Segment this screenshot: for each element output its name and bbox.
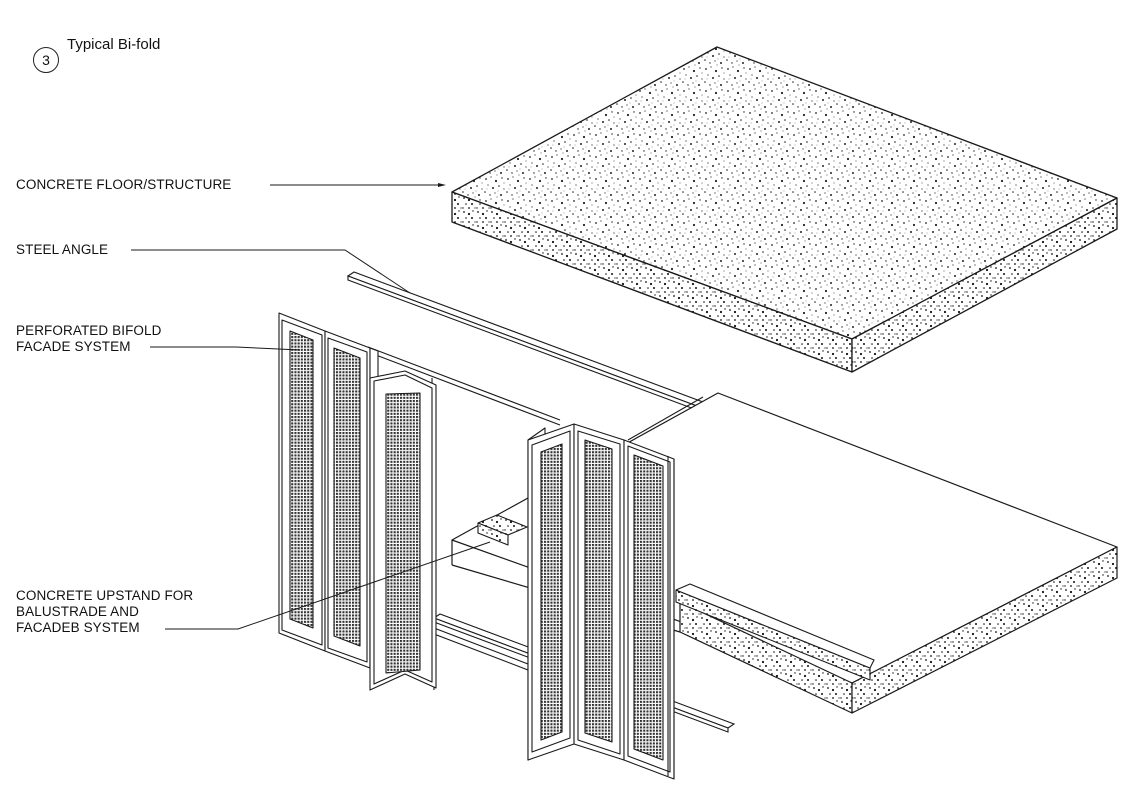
detail-number-circle: 3: [33, 47, 59, 73]
callout-concrete-upstand: CONCRETE UPSTAND FOR BALUSTRADE AND FACA…: [16, 588, 193, 636]
slab-side-face: [851, 197, 1118, 373]
callout-line: FACADE SYSTEM: [16, 339, 131, 354]
callout-line: CONCRETE FLOOR/STRUCTURE: [16, 177, 232, 192]
bifold-panels-left: [278, 312, 437, 691]
leader-upstand: [165, 541, 491, 630]
leader-lines: [131, 183, 491, 630]
slab-top-face: [451, 46, 1118, 340]
callout-concrete-floor: CONCRETE FLOOR/STRUCTURE: [16, 177, 231, 193]
callout-perforated-facade: PERFORATED BIFOLD FACADE SYSTEM: [16, 323, 161, 355]
callout-line: STEEL ANGLE: [16, 242, 109, 257]
leader-bifold: [150, 346, 301, 351]
callout-steel-angle: STEEL ANGLE: [16, 242, 108, 258]
callout-line: BALUSTRADE AND: [16, 604, 139, 619]
callout-line: FACADEB SYSTEM: [16, 620, 140, 635]
concrete-upstand: [477, 514, 875, 681]
bifold-panels-right: [527, 423, 675, 780]
concrete-floor-slab: [451, 46, 1118, 373]
callout-line: PERFORATED BIFOLD: [16, 323, 162, 338]
leader-steel-angle: [131, 249, 411, 294]
callout-line: CONCRETE UPSTAND FOR: [16, 588, 194, 603]
lower-slab-side: [851, 546, 1118, 714]
drawing-title: Typical Bi-fold: [67, 36, 161, 53]
